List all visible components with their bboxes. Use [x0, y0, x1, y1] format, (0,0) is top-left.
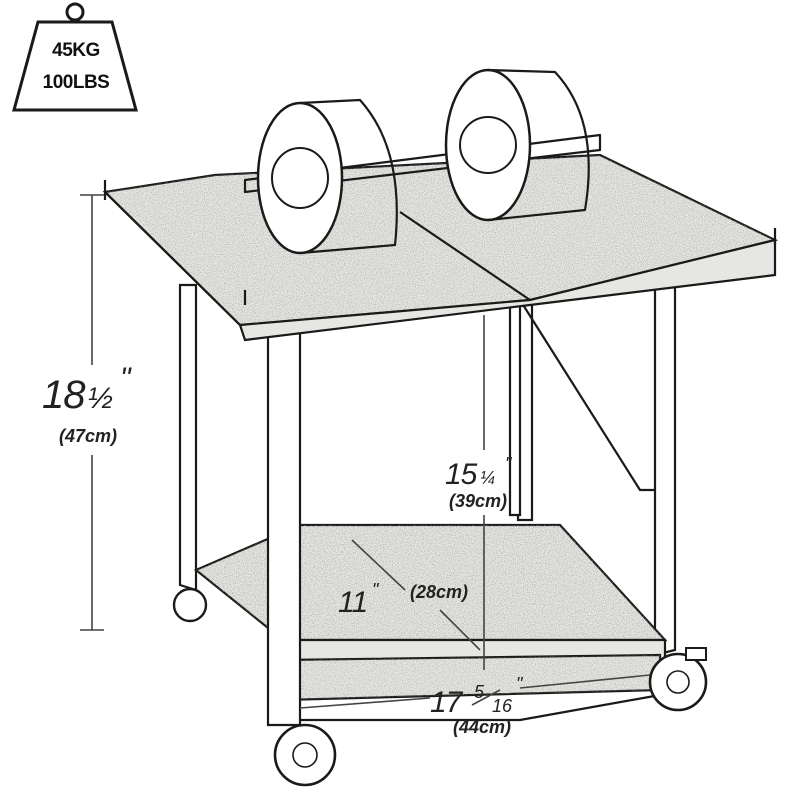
width-fraction-numerator: 5: [474, 682, 485, 702]
width-dimension: 17 5 16 " (44cm): [430, 674, 524, 737]
front-legs: [266, 298, 655, 727]
total-height-dimension: 18 ½ " (47cm): [42, 362, 133, 446]
caster-wheel-icon: [172, 587, 208, 623]
clearance-fraction: ¼: [480, 468, 495, 488]
fraction-slash: [471, 689, 501, 706]
shelf-clearance-dimension: 15 ¼ " (39cm): [445, 454, 513, 511]
clearance-metric: (39cm): [449, 491, 507, 511]
weight-kg-label: 45KG: [52, 40, 100, 61]
total-height-fraction: ½: [88, 382, 113, 415]
wheel-brake-icon: [685, 647, 707, 661]
total-height-value: 18: [42, 373, 86, 417]
weight-capacity-badge: 45KG 100LBS: [12, 2, 138, 112]
width-metric: (44cm): [453, 717, 511, 737]
caster-wheels: [172, 587, 708, 787]
dimension-lines: [80, 194, 651, 709]
depth-metric: (28cm): [410, 582, 468, 602]
width-fraction-denominator: 16: [492, 696, 513, 716]
weight-lbs-label: 100LBS: [43, 72, 110, 93]
depth-value: 11: [338, 586, 367, 619]
kettle-weight-icon: [12, 20, 138, 112]
width-inch-mark: ": [516, 674, 524, 694]
caster-wheel-icon: [648, 652, 708, 712]
total-height-metric: (47cm): [59, 426, 117, 446]
dumbbell-illustration: [243, 68, 602, 255]
total-height-inch-mark: ": [120, 362, 132, 395]
lower-shelf: [193, 523, 668, 722]
weight-hook-icon: [65, 2, 85, 22]
caster-wheel-icon: [273, 723, 337, 787]
depth-inch-mark: ": [372, 580, 380, 600]
width-value: 17: [430, 686, 464, 719]
depth-dimension: 11 " (28cm): [338, 580, 468, 619]
clearance-inch-mark: ": [505, 454, 513, 474]
clearance-value: 15: [445, 458, 478, 491]
